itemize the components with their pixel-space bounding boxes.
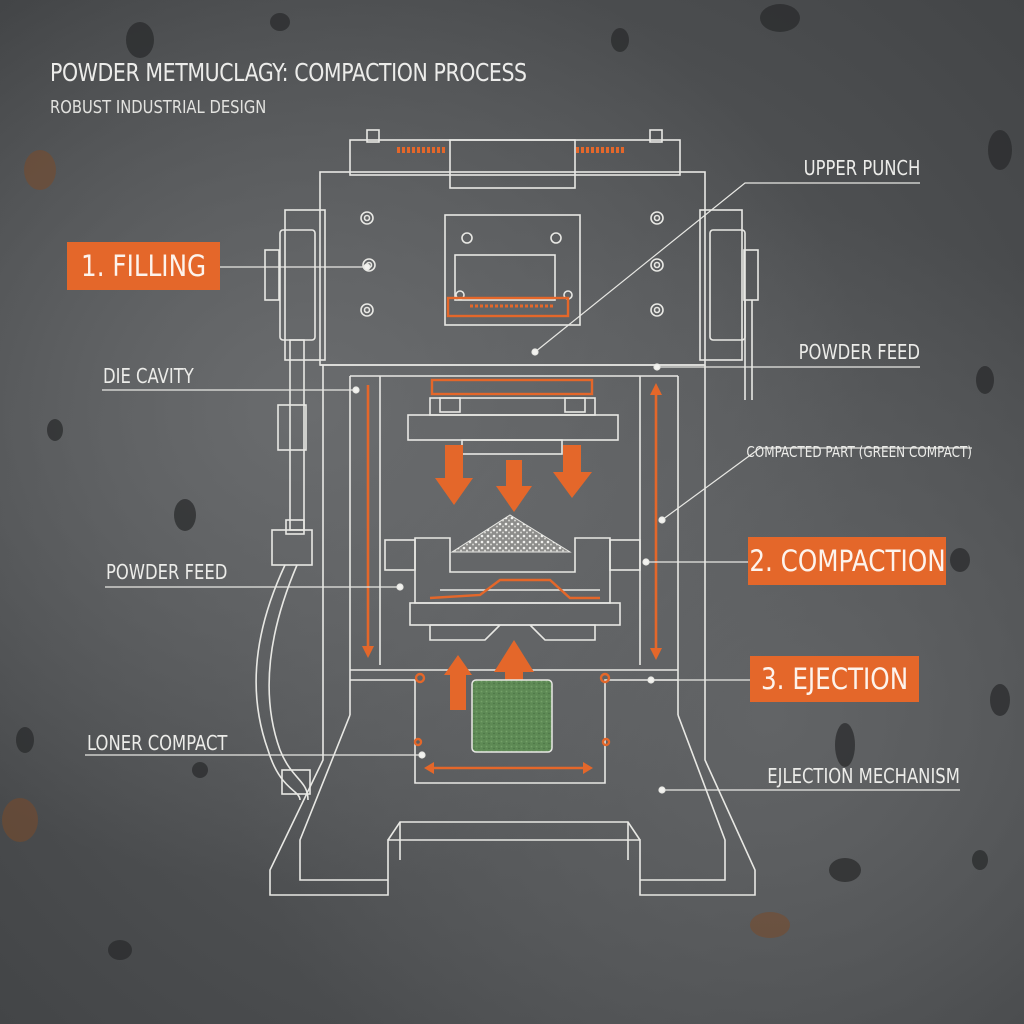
step-filling-badge: 1. FILLING xyxy=(67,242,220,290)
ejection-mechanism-label: EJLECTION MECHANISM xyxy=(767,764,960,788)
diagram-subtitle: ROBUST INDUSTRIAL DESIGN xyxy=(50,97,267,118)
loner-compact-label: LONER COMPACT xyxy=(87,731,228,755)
powder-feed-left-label: POWDER FEED xyxy=(106,560,228,584)
step-ejection-badge: 3. EJECTION xyxy=(750,656,919,702)
die-cavity-label: DIE CAVITY xyxy=(103,364,194,388)
press-frame xyxy=(255,129,759,896)
upper-punch-label: UPPER PUNCH xyxy=(803,156,920,180)
leader-lines xyxy=(85,182,972,794)
travel-lines xyxy=(362,383,662,774)
compacted-part-label: COMPACTED PART (GREEN COMPACT) xyxy=(746,443,972,461)
orange-accents xyxy=(397,147,626,747)
green-compact xyxy=(471,679,553,753)
diagram-title: POWDER METMUCLAGY: COMPACTION PROCESS xyxy=(50,58,527,87)
powder-feed-right-label: POWDER FEED xyxy=(798,340,920,364)
powder-pile xyxy=(450,514,572,553)
step-compaction-badge: 2. COMPACTION xyxy=(748,537,946,585)
stain-marks xyxy=(16,4,1012,960)
motion-arrows xyxy=(435,445,592,710)
